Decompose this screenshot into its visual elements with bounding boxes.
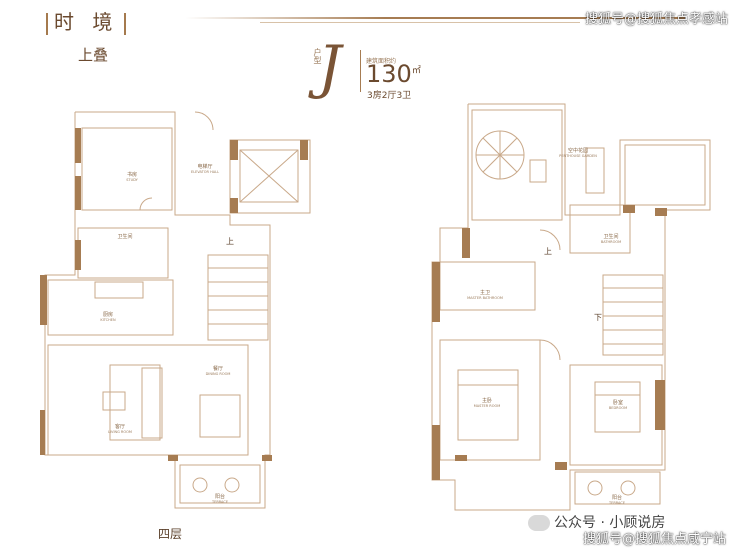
wechat-icon bbox=[528, 515, 550, 531]
left-room-label: 厨房 bbox=[103, 311, 113, 318]
left-room-label-en: STUDY bbox=[126, 178, 138, 182]
right-room-label-en: MASTER ROOM bbox=[474, 404, 501, 408]
watermark-bottom: 搜狐号@搜狐焦点咸宁站 bbox=[582, 532, 726, 547]
right-room-label-en: BATHROOM bbox=[601, 240, 621, 244]
right-room-label-en: TERRACE bbox=[608, 501, 625, 505]
unit-area: 130㎡ bbox=[366, 60, 421, 88]
project-title: 时 境 bbox=[54, 10, 119, 34]
left-plan-outline bbox=[44, 111, 311, 509]
unit-letter: J bbox=[318, 33, 342, 101]
left-room-label-en: KITCHEN bbox=[100, 318, 116, 322]
watermark-top: 搜狐号@搜狐焦点孝感站 bbox=[584, 12, 728, 27]
brand-bar-right bbox=[124, 12, 127, 35]
unit-tag: 户型 bbox=[313, 48, 322, 64]
area-value: 130 bbox=[366, 60, 412, 88]
unit-layout: 3房2厅3卫 bbox=[367, 91, 412, 101]
left-room-label: 客厅 bbox=[115, 423, 125, 430]
left-room-label-en: LIVING ROOM bbox=[108, 430, 132, 434]
project-brand: 时 境 bbox=[40, 6, 132, 35]
area-unit: ㎡ bbox=[411, 66, 421, 76]
area-caption: 建筑面积约 bbox=[366, 58, 397, 65]
right-plan-outline bbox=[431, 103, 711, 511]
left-room-label: 书房 bbox=[127, 171, 137, 178]
left-stair-up-mark: 上 bbox=[226, 237, 234, 246]
level-subtitle: 上叠 bbox=[78, 46, 109, 64]
right-stair-down-mark: 下 bbox=[594, 313, 602, 322]
right-plan-walls bbox=[432, 205, 667, 480]
left-room-label: 阳台 bbox=[215, 493, 225, 500]
header-rule bbox=[185, 17, 685, 19]
left-room-label: 电梯厅 bbox=[197, 163, 212, 170]
right-room-label: 空中花园 bbox=[568, 147, 588, 154]
right-room-label-en: PENTHOUSE GARDEN bbox=[559, 154, 597, 158]
right-room-label: 主卧 bbox=[482, 397, 492, 404]
left-room-label-en: ELEVATOR HALL bbox=[191, 170, 219, 174]
right-room-label: 主卫 bbox=[480, 289, 490, 296]
left-room-label-en: DINING ROOM bbox=[206, 372, 231, 376]
right-stair-up-mark: 上 bbox=[544, 247, 552, 256]
right-room-label-en: MASTER BATHROOM bbox=[467, 296, 503, 300]
right-room-label: 卫生间 bbox=[603, 233, 618, 240]
right-room-label-en: BEDROOM bbox=[609, 406, 627, 410]
brand-bar-left bbox=[46, 12, 48, 35]
left-room-label-en: TERRACE bbox=[211, 500, 228, 504]
unit-divider bbox=[360, 50, 361, 92]
header-rule-thin bbox=[260, 22, 580, 23]
right-room-label: 卧室 bbox=[613, 399, 623, 406]
left-room-label: 卫生间 bbox=[117, 233, 132, 240]
social-account: 公众号 · 小顾说房 bbox=[528, 512, 665, 532]
social-caption: 公众号 · 小顾说房 bbox=[554, 515, 666, 531]
right-room-label: 阳台 bbox=[612, 494, 622, 501]
left-plan-walls bbox=[40, 128, 308, 461]
left-room-label: 餐厅 bbox=[213, 365, 223, 372]
floor-label: 四层 bbox=[158, 527, 183, 541]
